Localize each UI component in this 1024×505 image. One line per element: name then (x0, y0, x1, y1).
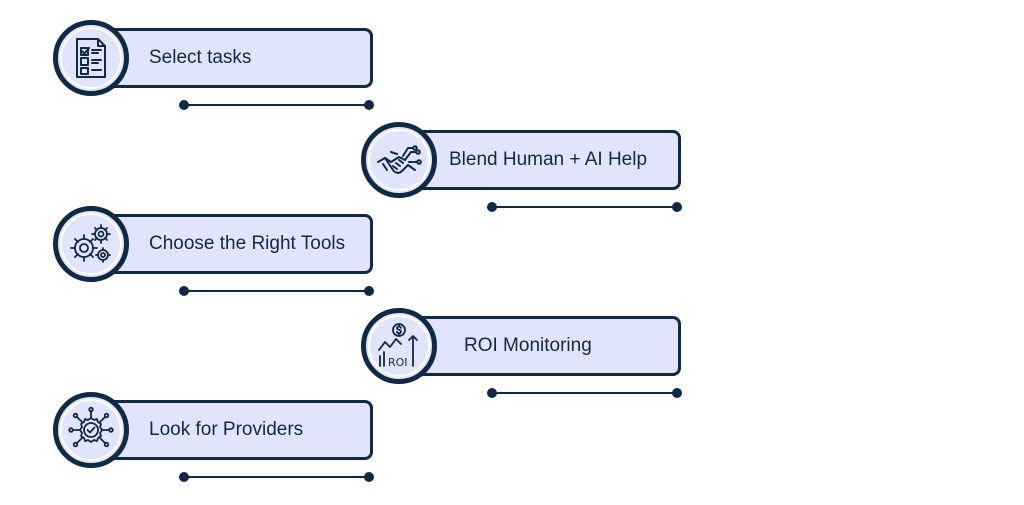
handshake-circuit-icon (377, 145, 422, 174)
step-roi-monitoring: ROI Monitoring ROI (361, 308, 691, 404)
connector-dot (179, 100, 189, 110)
connector-dot (364, 286, 374, 296)
step-label: Select tasks (149, 47, 252, 68)
gears-icon (70, 224, 111, 263)
step-blend-human-ai: Blend Human + AI Help (361, 122, 691, 218)
step-connector (179, 286, 374, 296)
step-icon-badge: ROI (361, 308, 437, 384)
connector-dot (364, 472, 374, 482)
checklist-icon (76, 38, 106, 78)
step-label: ROI Monitoring (464, 335, 592, 356)
connector-dot (179, 286, 189, 296)
step-connector (179, 472, 374, 482)
roi-icon-text: ROI (388, 356, 408, 369)
step-label: Choose the Right Tools (149, 233, 346, 254)
step-connector (487, 388, 682, 398)
step-label: Blend Human + AI Help (449, 149, 648, 170)
connector-dot (672, 388, 682, 398)
step-connector (179, 100, 374, 110)
step-pill (89, 214, 373, 274)
step-icon-badge (361, 122, 437, 198)
step-pill (89, 28, 373, 88)
step-connector (487, 202, 682, 212)
step-icon-badge (53, 392, 129, 468)
connector-dot (179, 472, 189, 482)
step-pill (397, 316, 681, 376)
step-icon-badge (53, 206, 129, 282)
step-label: Look for Providers (149, 419, 304, 440)
connector-dot (487, 202, 497, 212)
step-look-for-providers: Look for Providers (53, 392, 383, 488)
network-gear-check-icon (68, 406, 114, 448)
connector-dot (487, 388, 497, 398)
connector-dot (364, 100, 374, 110)
step-icon-badge (53, 20, 129, 96)
connector-dot (672, 202, 682, 212)
step-select-tasks: Select tasks (53, 20, 383, 116)
step-choose-tools: Choose the Right Tools (53, 206, 383, 302)
roi-chart-icon: ROI (378, 323, 418, 369)
